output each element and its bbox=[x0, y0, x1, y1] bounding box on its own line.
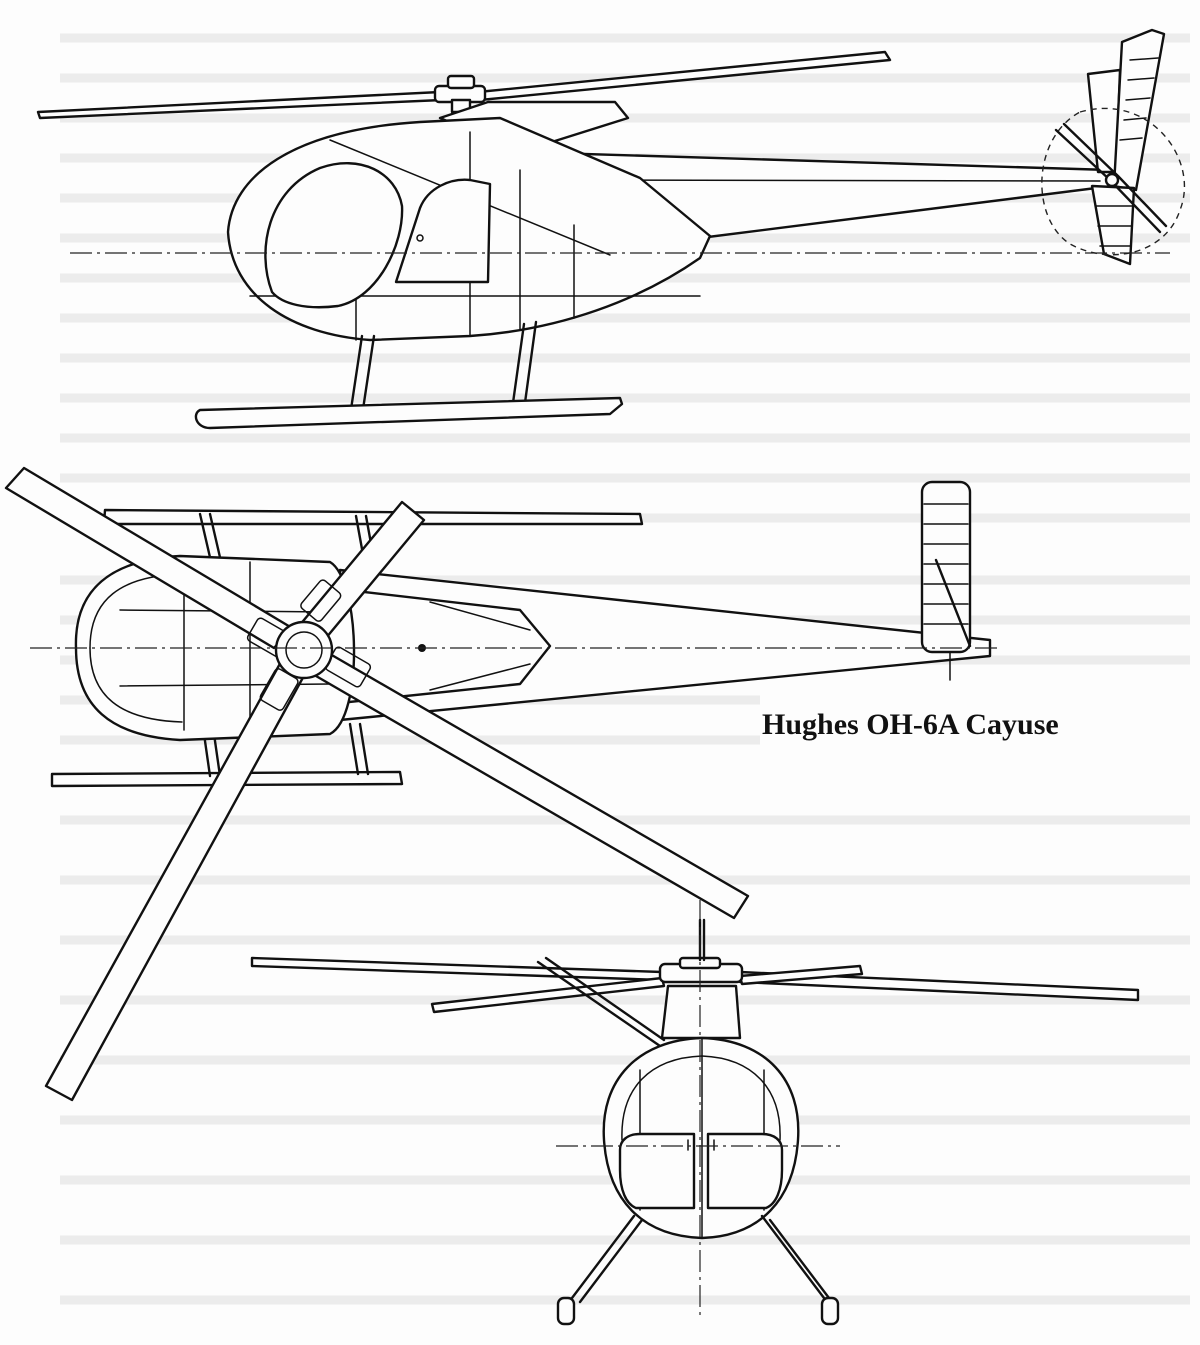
front-windshield-right bbox=[706, 1132, 784, 1210]
figure-caption: Hughes OH-6A Cayuse bbox=[762, 708, 1059, 741]
front-view bbox=[250, 900, 1140, 1326]
side-landing-skid bbox=[194, 320, 624, 430]
front-main-rotor bbox=[250, 918, 1140, 1048]
side-door-window bbox=[394, 178, 492, 284]
front-engine-fairing bbox=[660, 984, 742, 1040]
top-landing-skids bbox=[50, 508, 644, 788]
top-main-rotor bbox=[4, 466, 750, 1102]
top-view bbox=[4, 466, 1000, 1102]
front-landing-skids bbox=[556, 1214, 840, 1326]
front-windshield-left bbox=[618, 1132, 696, 1210]
side-view bbox=[36, 28, 1186, 430]
side-vertical-stabilizer bbox=[1112, 28, 1166, 192]
side-main-rotor bbox=[36, 50, 892, 120]
side-canopy-window bbox=[264, 162, 404, 309]
